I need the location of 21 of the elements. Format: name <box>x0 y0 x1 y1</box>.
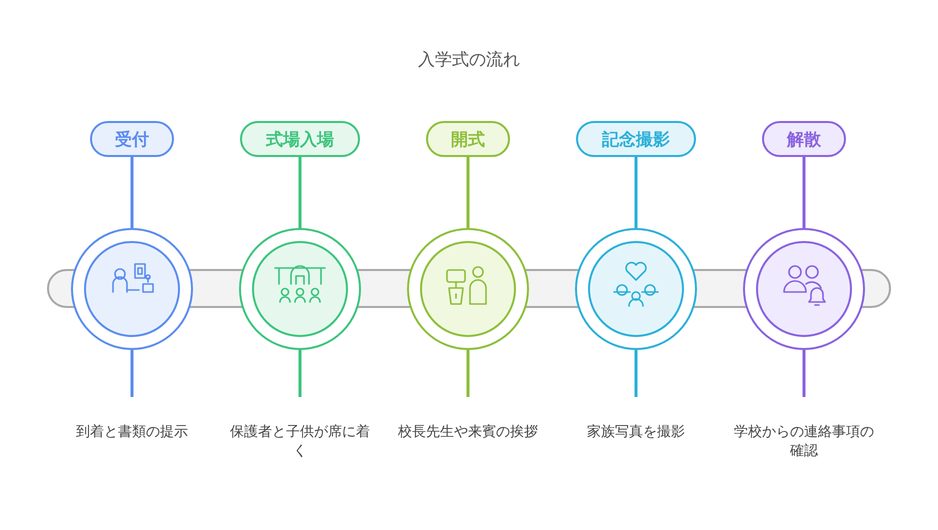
connector <box>130 350 134 397</box>
stage-label: 記念撮影 <box>576 121 696 157</box>
stage-description: 校長先生や来賓の挨拶 <box>398 424 538 440</box>
title: 入学式の流れ <box>418 50 520 70</box>
connector <box>802 350 806 397</box>
stage-description: 家族写真を撮影 <box>587 424 685 440</box>
connector <box>634 350 638 397</box>
stage-description: 学校からの連絡事項の確認 <box>734 424 874 459</box>
connector <box>802 157 806 228</box>
stage-label: 開式 <box>426 121 510 157</box>
stage-description: 保護者と子供が席に着く <box>230 424 370 459</box>
connector <box>466 157 470 228</box>
connector <box>298 157 302 228</box>
connector <box>466 350 470 397</box>
stage-label: 受付 <box>90 121 174 157</box>
connector <box>130 157 134 228</box>
stage-label: 式場入場 <box>240 121 360 157</box>
stage-label: 解散 <box>762 121 846 157</box>
connector <box>298 350 302 397</box>
connector <box>634 157 638 228</box>
stage-description: 到着と書類の提示 <box>76 424 188 440</box>
